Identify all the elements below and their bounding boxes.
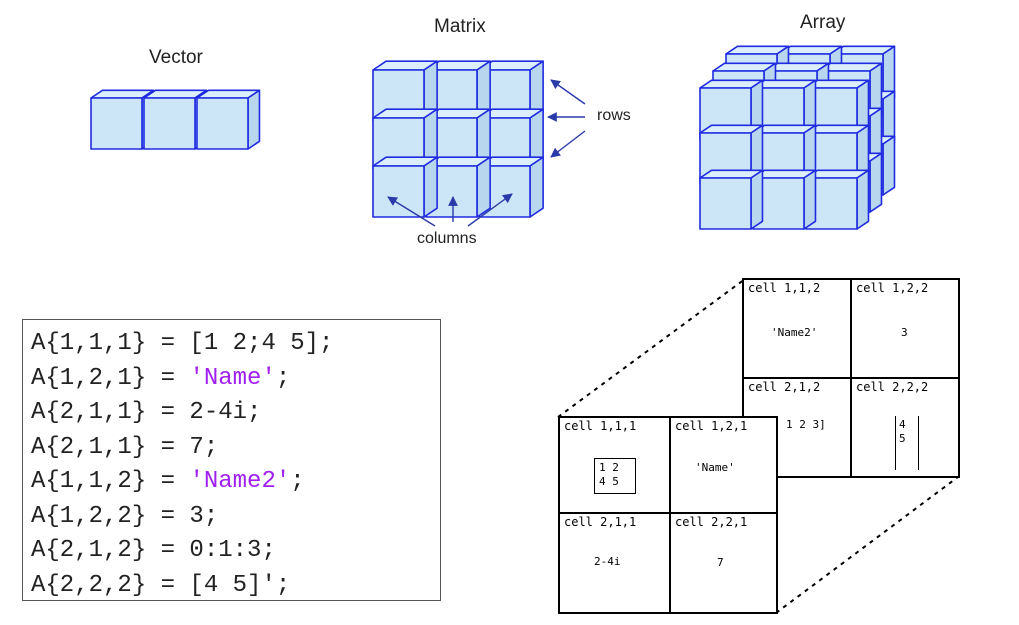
cell-2-2-1: cell 2,2,1 7 — [669, 512, 778, 614]
vector-cubes — [90, 89, 261, 150]
code-line-4: A{2,1,1} = 7; — [31, 433, 219, 461]
cell-2-2-2: cell 2,2,2 4 5 — [850, 377, 960, 478]
array-cubes — [699, 45, 896, 230]
vector-heading: Vector — [149, 47, 203, 68]
cell-1-1-1: cell 1,1,1 1 2 4 5 — [558, 416, 671, 514]
cube — [90, 97, 143, 150]
cell-label: cell 2,2,2 — [856, 380, 929, 394]
code-line-7: A{2,1,2} = 0:1:3; — [31, 537, 276, 564]
cell-value: 1 2 3] — [786, 418, 826, 431]
cell-label: cell 1,1,1 — [564, 419, 637, 433]
rows-label: rows — [597, 107, 631, 124]
code-line-5: A{1,1,2} = 'Name2'; — [31, 468, 305, 495]
cell-value: 2-4i — [594, 555, 621, 568]
cell-2-1-1: cell 2,1,1 2-4i — [558, 512, 671, 614]
cell-value: 7 — [717, 556, 724, 569]
cell-label: cell 2,1,2 — [748, 380, 821, 394]
cell-label: cell 2,1,1 — [564, 515, 637, 529]
code-line-1: A{1,1,1} = [1 2;4 5]; — [31, 330, 334, 357]
code-line-2: A{1,2,1} = 'Name'; — [31, 364, 291, 392]
cell-label: cell 2,2,1 — [675, 515, 748, 529]
columns-label: columns — [417, 230, 477, 247]
rows-arrows — [547, 79, 586, 158]
cell-label: cell 1,2,1 — [675, 419, 748, 433]
cell-value: 'Name' — [695, 461, 735, 474]
cube — [196, 97, 249, 150]
cell-value: 3 — [901, 326, 908, 339]
cell-label: cell 1,1,2 — [748, 281, 821, 295]
two-by-two-matrix: 1 2 4 5 — [594, 458, 636, 494]
code-line-8: A{2,2,2} = [4 5]'; — [31, 571, 291, 599]
matrix-heading: Matrix — [434, 16, 486, 37]
cell-1-2-2: cell 1,2,2 3 — [850, 278, 960, 379]
matrix-cubes — [372, 60, 544, 218]
code-listing: A{1,1,1} = [1 2;4 5]; A{1,2,1} = 'Name';… — [22, 319, 441, 601]
code-line-3: A{2,1,1} = 2-4i; — [31, 399, 262, 426]
cube — [372, 165, 425, 218]
cube — [699, 177, 752, 230]
code-line-6: A{1,2,2} = 3; — [31, 502, 219, 530]
cell-1-2-1: cell 1,2,1 'Name' — [669, 416, 778, 514]
cell-label: cell 1,2,2 — [856, 281, 929, 295]
cell-1-1-2: cell 1,1,2 'Name2' — [742, 278, 852, 379]
array-heading: Array — [800, 12, 846, 33]
column-vector-matrix: 4 5 — [895, 416, 919, 470]
columns-arrows — [387, 193, 513, 227]
cube — [143, 97, 196, 150]
cell-value: 'Name2' — [771, 326, 818, 339]
